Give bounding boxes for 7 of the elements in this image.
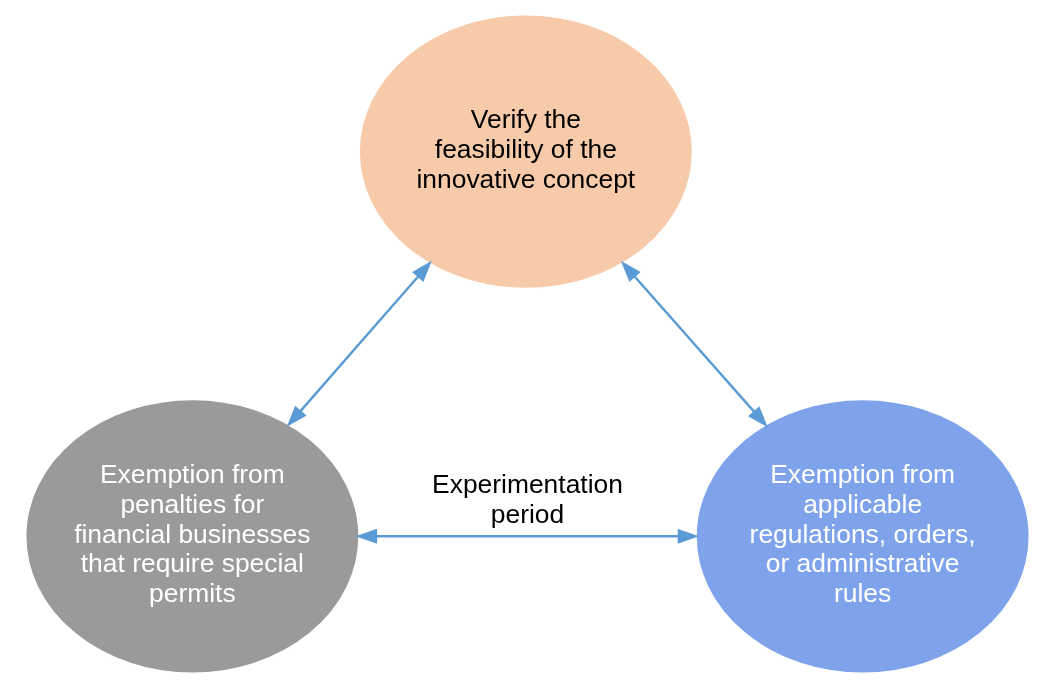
node-ellipse: Exemption from applicable regulations, orders, or administrative rules xyxy=(694,398,1030,675)
node-ellipse: Exemption from penalties for financial businesses that require special permits xyxy=(24,398,360,675)
arrow xyxy=(286,260,432,427)
arrow xyxy=(355,528,699,544)
node-ellipse: Verify the feasibility of the innovative concept xyxy=(357,13,693,290)
edge-label: Experimentation period xyxy=(431,469,623,529)
arrow xyxy=(620,260,768,428)
